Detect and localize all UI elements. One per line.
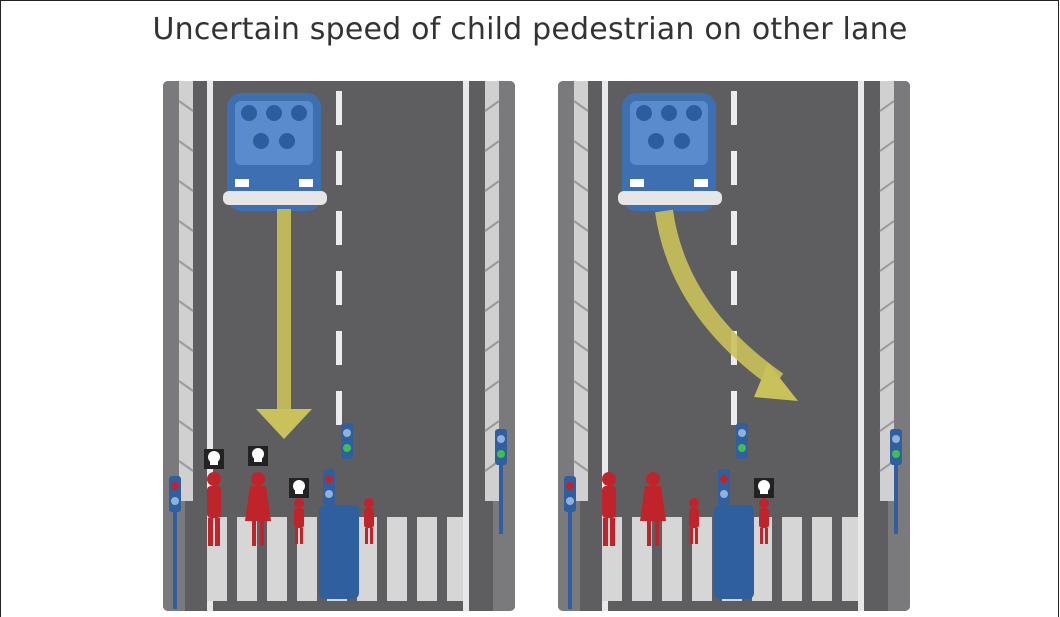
barrier-left [574,81,588,501]
center-line [336,91,342,425]
median-island [714,505,754,599]
autonomous-car [223,93,327,211]
skull-icon [204,449,224,469]
median-island [319,505,359,599]
skull-icon [248,446,268,466]
center-line [731,91,737,425]
traffic-signal-center-right [341,423,353,459]
barrier-left [179,81,193,501]
skull-icon [289,478,309,498]
traffic-signal-center-left [718,469,730,505]
page-title: Uncertain speed of child pedestrian on o… [0,12,1060,47]
scenario-panel-left[interactable] [163,81,515,611]
traffic-signal-center-right [736,423,748,459]
scene-right [558,81,910,611]
autonomous-car [618,93,722,211]
scene-left [163,81,515,611]
traffic-signal-center-left [323,469,335,505]
scenario-panel-right[interactable] [558,81,910,611]
skull-icon [754,478,774,498]
trajectory-arrow [256,209,312,439]
